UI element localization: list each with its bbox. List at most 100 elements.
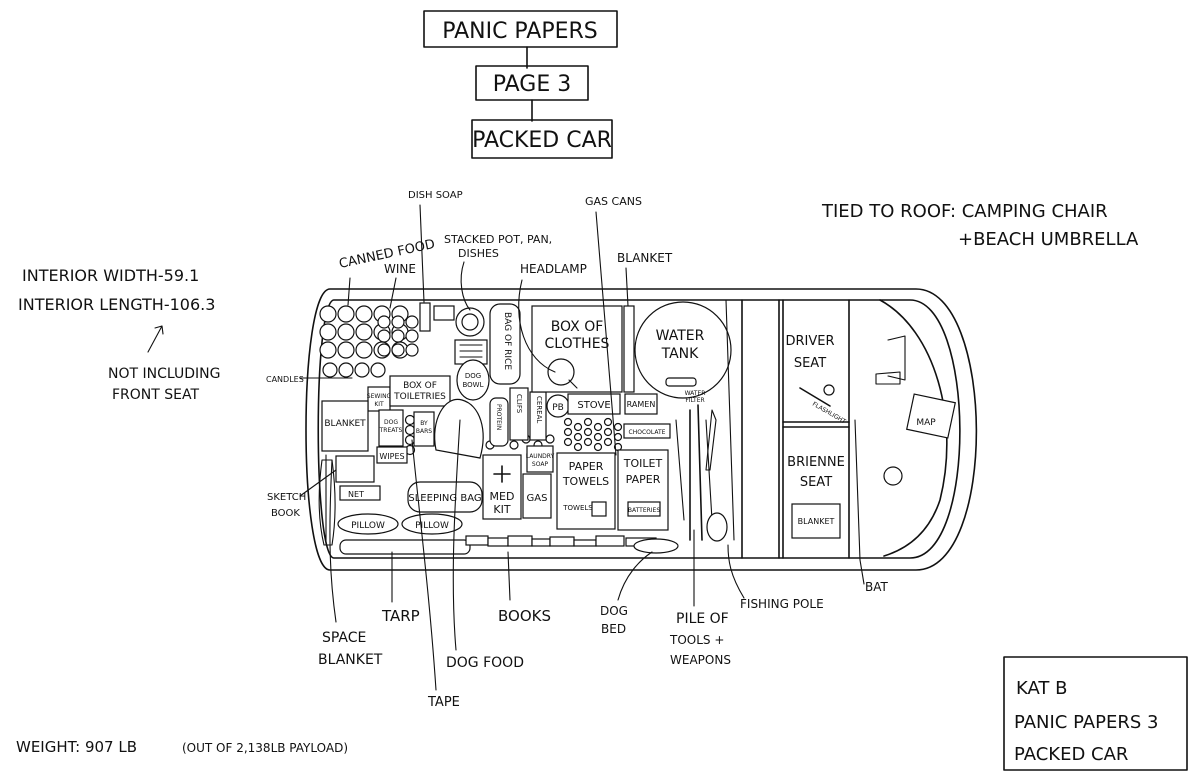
brienne-seat-label-1: BRIENNE	[787, 455, 845, 470]
sewing-kit-label-1: SEWING	[367, 393, 392, 400]
can-41	[573, 432, 583, 442]
dog-food-bag	[434, 398, 484, 459]
can-38	[563, 427, 573, 437]
can-47	[573, 442, 583, 452]
net-bag	[339, 485, 381, 501]
laundry-label-1: LAUNDRY	[526, 453, 555, 460]
console-cup	[875, 371, 901, 385]
can-18	[377, 329, 391, 343]
car-inner-outline	[317, 299, 961, 559]
car-body	[305, 288, 978, 571]
dog-bowl-label-1: DOG	[465, 372, 481, 380]
book-6	[595, 535, 625, 547]
bag-of-rice	[489, 303, 521, 385]
paper-goods: PAPER TOWELS TOWELS TOILET PAPER BATTERI…	[556, 449, 669, 531]
soft-items: SLEEPING BAG PILLOW PILLOW	[318, 398, 484, 555]
map-label: MAP	[916, 418, 936, 428]
fishing-pole-leader	[727, 544, 745, 599]
bag-of-rice-label: BAG OF RICE	[502, 312, 512, 370]
can-11	[337, 341, 355, 359]
gas-can-small	[522, 473, 552, 519]
book-3	[531, 538, 551, 547]
dog-bowl	[456, 359, 490, 401]
can-27	[370, 362, 386, 378]
book-5	[573, 539, 597, 547]
sketch-book-leader	[299, 469, 337, 497]
sleeping-bag	[407, 481, 483, 513]
blanket-top-leader	[625, 267, 629, 307]
net-label: NET	[348, 490, 364, 499]
towels-label: TOWELS	[562, 504, 593, 512]
folded-blanket	[623, 305, 635, 393]
protein-bars-label-1: BY	[420, 420, 428, 427]
chocolate-label: CHOCOLATE	[629, 429, 666, 436]
wine-leader	[389, 277, 397, 309]
can-19	[391, 329, 405, 343]
dog-bowl-label-2: BOWL	[462, 381, 483, 389]
books-leader	[507, 551, 511, 601]
laundry-soap	[526, 445, 554, 473]
can-26	[354, 362, 370, 378]
dog-bed-leader	[617, 551, 653, 601]
candles-callout: CANDLES	[266, 375, 304, 384]
canned-food-leader	[347, 277, 351, 306]
headlamp-leader	[518, 279, 556, 373]
tools-pile	[675, 299, 735, 542]
stove	[567, 393, 621, 415]
page-text: PAGE 3	[493, 72, 571, 97]
paper-towels-label-1: PAPER	[569, 460, 604, 473]
dog-treats-label-2: TREATS	[379, 427, 403, 434]
can-32	[563, 417, 573, 427]
can-2	[355, 305, 373, 323]
space-blanket-callout-2: BLANKET	[318, 652, 383, 668]
water-filter-label-2: FILTER	[685, 397, 704, 404]
driver-seat-label-2: SEAT	[794, 356, 826, 371]
can-48	[593, 442, 603, 452]
supplies-row: MED KIT GAS LAUNDRY SOAP	[482, 445, 555, 520]
can-1	[337, 305, 355, 323]
tape-callout: TAPE	[427, 695, 460, 710]
batteries	[627, 501, 661, 517]
gas-cans-leader	[595, 211, 617, 456]
tool-handle-2	[697, 404, 703, 541]
water-tank-label-1: WATER	[656, 328, 705, 344]
driver-seat-label-1: DRIVER	[785, 334, 834, 349]
box-of-clothes-label-2: CLOTHES	[545, 336, 610, 352]
pillow-two-label: PILLOW	[415, 521, 449, 531]
dog-bed	[633, 538, 679, 554]
car-outer-outline	[305, 288, 978, 571]
box-of-clothes-label-1: BOX OF	[551, 319, 604, 335]
book-4	[549, 536, 575, 547]
middle-left-items: BAG OF RICE DOG BOWL PROTEIN CLIFS CEREA…	[456, 303, 570, 447]
flashlight-lens	[823, 384, 835, 396]
laundry-label-2: SOAP	[532, 461, 549, 468]
front-seats: DRIVER SEAT FLASHLIGHT BRIENNE SEAT BLAN…	[785, 334, 956, 561]
toiletries-label-2: TOILETRIES	[393, 392, 446, 402]
ramen	[624, 393, 658, 415]
box-of-toiletries	[389, 375, 451, 407]
can-33	[583, 417, 593, 427]
clif-bars	[509, 387, 529, 441]
stacked-callout-2: DISHES	[458, 247, 499, 260]
can-39	[583, 427, 593, 437]
steering-wheel-icon	[883, 466, 903, 486]
pb-label: PB	[552, 403, 564, 413]
callouts: DISH SOAP CANNED FOOD WINE STACKED POT, …	[266, 190, 889, 710]
brienne-seat-label-2: SEAT	[800, 475, 832, 490]
can-17	[405, 315, 419, 329]
can-52	[509, 440, 519, 450]
water-filter-label-1: WATER	[685, 390, 706, 397]
paper-towels-label-2: TOWELS	[562, 475, 609, 488]
small-items-top	[419, 302, 488, 365]
gas-label: GAS	[527, 493, 548, 504]
side-mirror	[887, 335, 906, 381]
gas-cans-callout: GAS CANS	[585, 195, 642, 208]
protein-powder	[489, 397, 509, 447]
can-45	[583, 437, 593, 447]
stacked-leader	[460, 261, 471, 311]
roof-note: TIED TO ROOF: CAMPING CHAIR +BEACH UMBRE…	[821, 201, 1139, 250]
headlamp	[547, 358, 575, 386]
can-21	[377, 343, 391, 357]
can-20	[405, 329, 419, 343]
